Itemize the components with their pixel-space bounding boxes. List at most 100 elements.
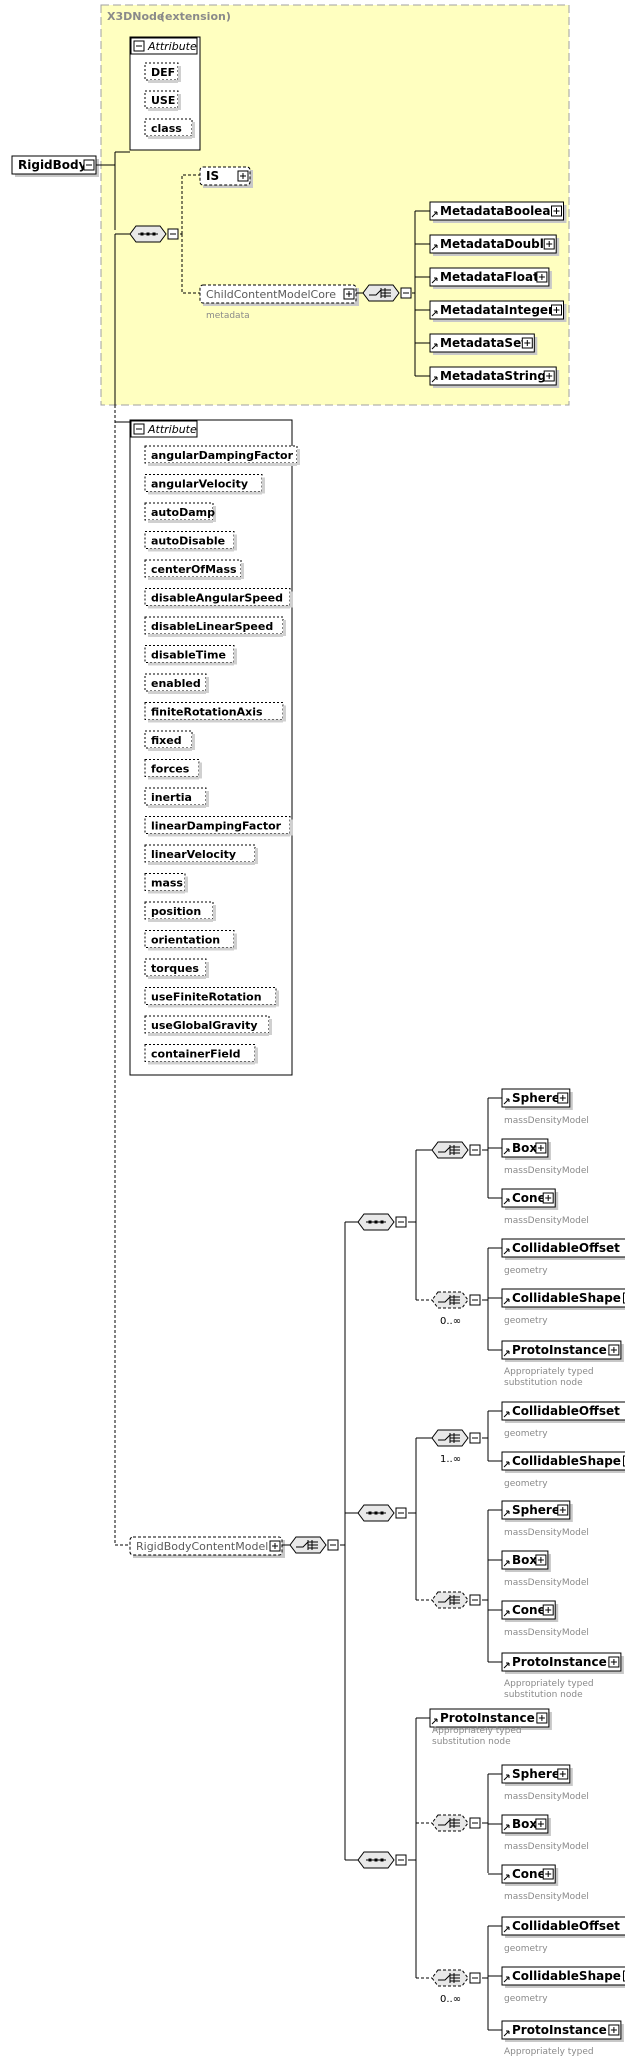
expand-icon[interactable] — [609, 1657, 619, 1667]
sequence-compositor[interactable] — [358, 1214, 394, 1230]
element-label: Box — [512, 1141, 537, 1155]
attribute-label: enabled — [151, 677, 201, 690]
expand-icon[interactable] — [558, 1505, 568, 1515]
choice-compositor-geometry[interactable] — [432, 1430, 468, 1446]
expand-icon[interactable] — [536, 1819, 546, 1829]
expand-icon[interactable] — [543, 1869, 553, 1879]
choice-compositor-metadata[interactable] — [363, 285, 399, 301]
sequence-compositor[interactable] — [358, 1852, 394, 1868]
expand-icon[interactable] — [544, 371, 554, 381]
note-proto-line1: Appropriately typed — [504, 1367, 594, 1377]
expand-icon[interactable] — [536, 1555, 546, 1565]
sequence-compositor-main[interactable] — [130, 226, 166, 242]
note-geometry: geometry — [504, 1479, 548, 1489]
attribute-label: angularDampingFactor — [151, 449, 294, 462]
attribute-label: linearDampingFactor — [151, 820, 282, 833]
element-label: Cone — [512, 1191, 546, 1205]
element-protoinstance[interactable]: ProtoInstance — [502, 2021, 624, 2042]
element-metadatafloat[interactable]: MetadataFloat — [430, 268, 552, 289]
attribute-label: containerField — [151, 1048, 240, 1061]
expand-icon[interactable] — [544, 239, 554, 249]
note-geometry: geometry — [504, 1944, 548, 1954]
element-label: CollidableOffset — [512, 1241, 620, 1255]
element-label: MetadataString — [440, 369, 546, 383]
group-childcontentmodelcore[interactable]: ChildContentModelCore — [200, 285, 359, 306]
expand-icon[interactable] — [536, 1143, 546, 1153]
choice-compositor-mass[interactable] — [432, 1142, 468, 1158]
element-protoinstance[interactable]: ProtoInstance — [502, 1341, 624, 1362]
collapse-icon[interactable] — [470, 1145, 480, 1155]
expand-icon[interactable] — [552, 305, 562, 315]
element-label: RigidBodyContentModel — [136, 1540, 268, 1553]
choice-compositor-mass[interactable] — [432, 1815, 468, 1831]
expand-icon[interactable] — [558, 1093, 568, 1103]
collapse-icon[interactable] — [470, 1433, 480, 1443]
collapse-icon[interactable] — [134, 41, 144, 51]
note-proto-line1: Appropriately typed — [504, 2047, 594, 2057]
expand-icon[interactable] — [609, 1345, 619, 1355]
element-protoinstance[interactable]: ProtoInstance — [502, 1653, 624, 1674]
expand-icon[interactable] — [537, 272, 547, 282]
element-label: ProtoInstance — [512, 2023, 607, 2037]
element-label: Sphere — [512, 1767, 560, 1781]
element-label: MetadataSet — [440, 336, 527, 350]
collapse-icon[interactable] — [401, 288, 411, 298]
expand-icon[interactable] — [522, 338, 532, 348]
occurrence-label: 0..∞ — [440, 1994, 461, 2005]
sequence-compositor[interactable] — [358, 1505, 394, 1521]
note-geometry: geometry — [504, 1266, 548, 1276]
collapse-icon[interactable] — [168, 229, 178, 239]
expand-icon[interactable] — [270, 1541, 280, 1551]
collapse-icon[interactable] — [470, 1295, 480, 1305]
choice-compositor-geometry[interactable] — [432, 1292, 468, 1308]
expand-icon[interactable] — [558, 1769, 568, 1779]
collapse-icon[interactable] — [84, 160, 94, 170]
collapse-icon[interactable] — [134, 424, 144, 434]
choice-compositor-mass[interactable] — [432, 1592, 468, 1608]
expand-icon[interactable] — [552, 206, 562, 216]
expand-icon[interactable] — [609, 2025, 619, 2035]
element-label: CollidableShape — [512, 1454, 621, 1468]
element-label: MetadataBoolean — [440, 204, 559, 218]
collapse-icon[interactable] — [470, 1595, 480, 1605]
element-collidable_shape[interactable]: CollidableShape — [502, 1289, 625, 1310]
expand-icon[interactable] — [537, 1713, 547, 1723]
element-label: CollidableShape — [512, 1969, 621, 1983]
attribute-label: position — [151, 905, 201, 918]
attribute-label: disableAngularSpeed — [151, 592, 283, 605]
expand-icon[interactable] — [543, 1605, 553, 1615]
note-massdensitymodel: massDensityModel — [504, 1792, 589, 1802]
element-collidable_offset[interactable]: CollidableOffset — [502, 1239, 625, 1260]
collapse-icon[interactable] — [396, 1508, 406, 1518]
element-metadatadouble[interactable]: MetadataDouble — [430, 235, 559, 256]
element-label: MetadataFloat — [440, 270, 539, 284]
collapse-icon[interactable] — [396, 1855, 406, 1865]
element-metadatainteger[interactable]: MetadataInteger — [430, 301, 567, 322]
element-metadatastring[interactable]: MetadataString — [430, 367, 559, 388]
choice-compositor-content[interactable] — [290, 1537, 326, 1553]
collapse-icon[interactable] — [470, 1973, 480, 1983]
element-metadataboolean[interactable]: MetadataBoolean — [430, 202, 567, 223]
element-label: Box — [512, 1553, 537, 1567]
element-label: Sphere — [512, 1091, 560, 1105]
attribute-label: torques — [151, 962, 199, 975]
element-metadataset[interactable]: MetadataSet — [430, 334, 537, 355]
group-rigidbodycontentmodel[interactable]: RigidBodyContentModel — [130, 1537, 285, 1558]
note-massdensitymodel: massDensityModel — [504, 1166, 589, 1176]
element-label: ProtoInstance — [440, 1711, 535, 1725]
element-collidable_shape[interactable]: CollidableShape — [502, 1452, 625, 1473]
expand-icon[interactable] — [344, 289, 354, 299]
expand-icon[interactable] — [543, 1193, 553, 1203]
attribute-label: forces — [151, 763, 190, 776]
attribute-label: useGlobalGravity — [151, 1019, 258, 1032]
collapse-icon[interactable] — [470, 1818, 480, 1828]
expand-icon[interactable] — [238, 171, 248, 181]
element-collidable_offset[interactable]: CollidableOffset — [502, 1402, 625, 1423]
element-collidable_offset[interactable]: CollidableOffset — [502, 1917, 625, 1938]
element-collidable_shape[interactable]: CollidableShape — [502, 1967, 625, 1988]
attribute-label: disableLinearSpeed — [151, 620, 273, 633]
collapse-icon[interactable] — [396, 1217, 406, 1227]
element-label: Cone — [512, 1603, 546, 1617]
collapse-icon[interactable] — [328, 1540, 338, 1550]
choice-compositor-geometry[interactable] — [432, 1970, 468, 1986]
